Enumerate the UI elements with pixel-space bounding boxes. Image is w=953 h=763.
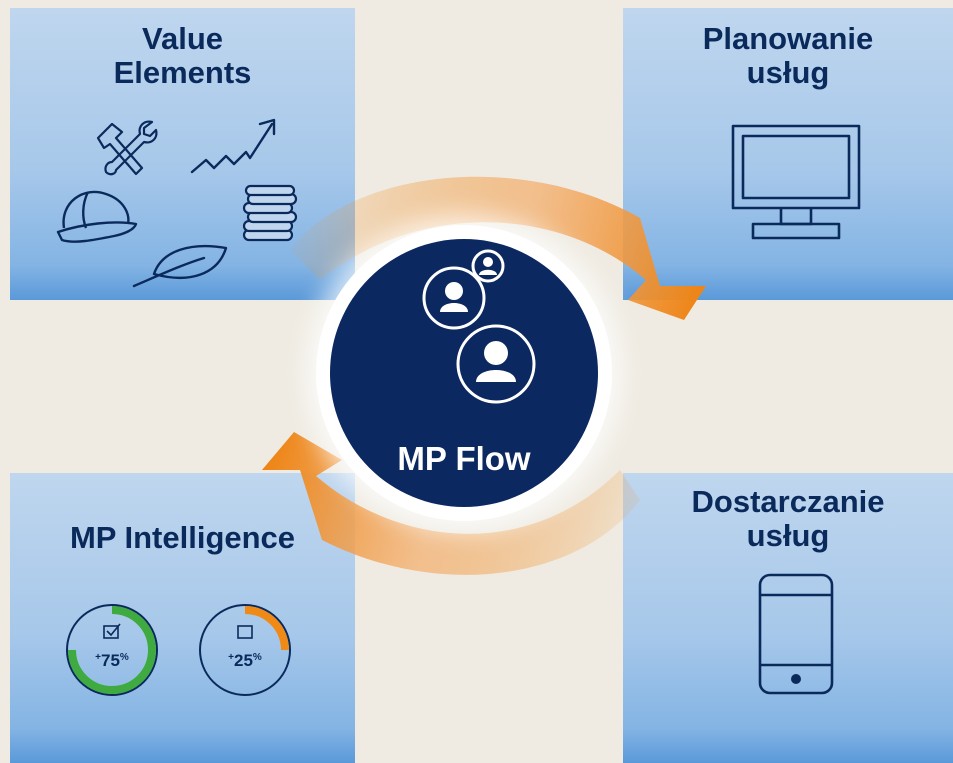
delivery-title: Dostarczanie usług xyxy=(691,484,885,553)
gauge-25-value: +25% xyxy=(228,651,262,670)
tablet-icon xyxy=(758,573,834,695)
hard-hat-icon xyxy=(56,190,138,243)
intelligence-title: MP Intelligence xyxy=(69,520,296,555)
monitor-icon xyxy=(731,124,861,240)
gauge-25 xyxy=(199,604,291,696)
planning-title: Planowanie usług xyxy=(702,21,874,90)
trend-up-icon xyxy=(190,118,276,174)
gauge-75 xyxy=(66,604,158,696)
checked-box-icon xyxy=(103,623,121,639)
planning-tile: Planowanie usług xyxy=(623,8,953,300)
users-icon xyxy=(422,249,536,404)
gauge-arc-25 xyxy=(244,606,289,651)
leaf-icon xyxy=(132,244,228,288)
intelligence-tile: MP Intelligence +75% +25% xyxy=(10,473,355,763)
empty-box-icon xyxy=(237,625,253,639)
gauge-75-value: +75% xyxy=(95,651,129,670)
center-circle xyxy=(330,239,598,507)
arrow-top xyxy=(290,176,706,320)
coins-icon xyxy=(242,184,298,242)
gauge-arc-75 xyxy=(68,606,156,694)
center-label: MP Flow xyxy=(397,440,531,477)
value-elements-title: Value Elements xyxy=(113,21,252,90)
tools-icon xyxy=(96,120,158,176)
arrow-bottom xyxy=(262,432,640,575)
value-elements-tile: Value Elements xyxy=(10,8,355,300)
delivery-tile: Dostarczanie usług xyxy=(623,473,953,763)
